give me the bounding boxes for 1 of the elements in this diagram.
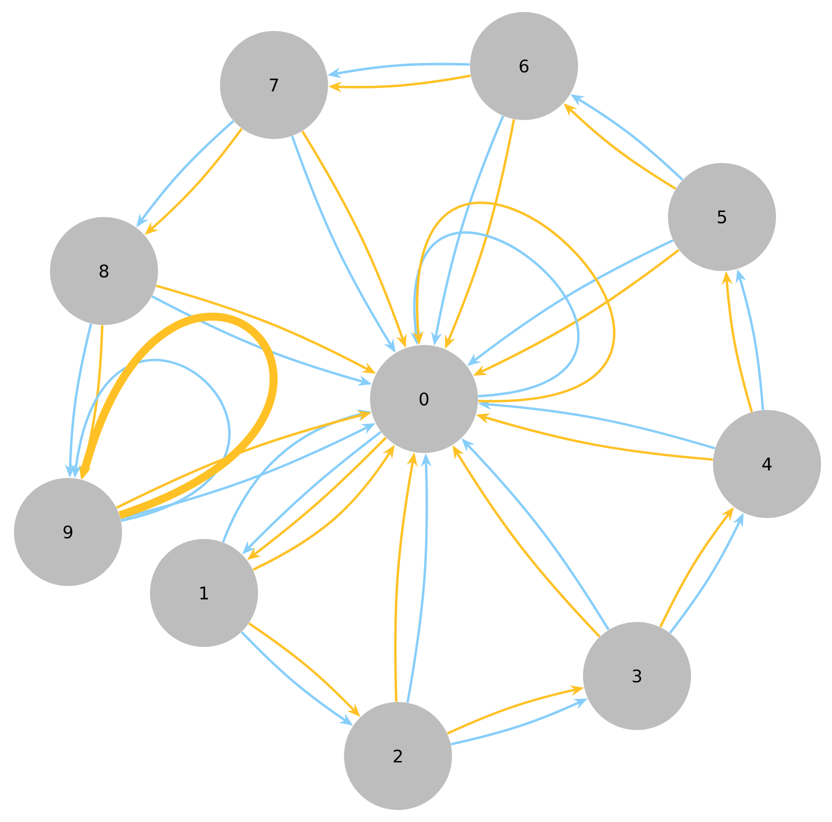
loop-arrow bbox=[80, 313, 278, 519]
